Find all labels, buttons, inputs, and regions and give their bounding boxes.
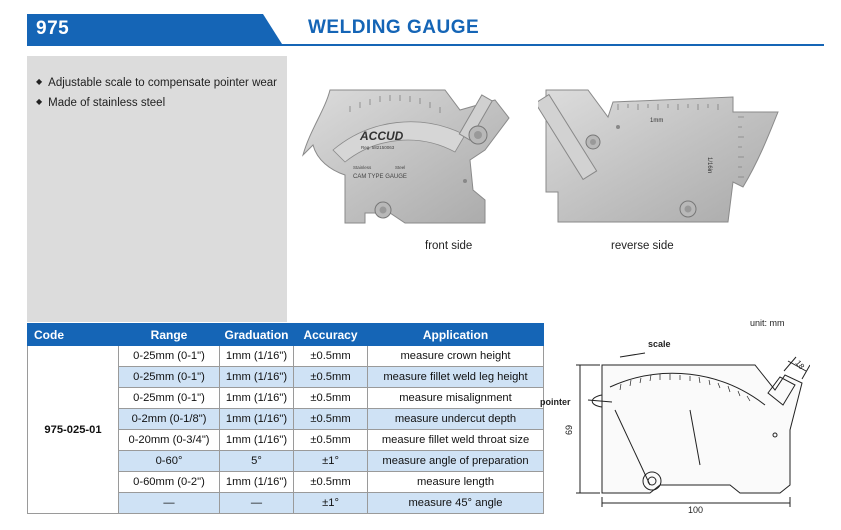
spec-table: Code Range Graduation Accuracy Applicati… <box>27 323 544 514</box>
mm-scale-label: 1mm <box>650 118 663 124</box>
features-panel <box>27 56 287 322</box>
accuracy-cell: ±1° <box>293 450 368 472</box>
product-code: 975 <box>36 18 70 39</box>
table-row: 0-25mm (0-1") 1mm (1/16") ±0.5mm measure… <box>28 366 544 388</box>
height-dimension: 69 <box>564 425 574 435</box>
front-side-caption: front side <box>425 240 473 252</box>
table-row: 0-20mm (0-3/4") 1mm (1/16") ±0.5mm measu… <box>28 429 544 451</box>
application-cell: measure undercut depth <box>367 408 544 430</box>
accuracy-cell: ±0.5mm <box>293 345 368 367</box>
table-row: 0-60° 5° ±1° measure angle of preparatio… <box>28 450 544 472</box>
application-cell: measure fillet weld leg height <box>367 366 544 388</box>
header-range: Range <box>118 323 220 346</box>
header-code-tab <box>27 14 282 44</box>
table-row: — — ±1° measure 45° angle <box>28 492 544 514</box>
feature-item: ◆Adjustable scale to compensate pointer … <box>36 77 278 89</box>
graduation-cell: 1mm (1/16") <box>219 471 294 493</box>
dimension-drawing: scale pointer 100 69 18 <box>540 339 810 515</box>
application-cell: measure fillet weld throat size <box>367 429 544 451</box>
reg-number: Reg. 582150063 <box>361 145 395 150</box>
bullet-icon: ◆ <box>36 77 43 86</box>
header-code: Code <box>27 323 119 346</box>
item-code-cell: 975-025-01 <box>27 345 119 514</box>
graduation-cell: 5° <box>219 450 294 472</box>
graduation-cell: 1mm (1/16") <box>219 387 294 409</box>
range-cell: 0-25mm (0-1") <box>118 387 220 409</box>
range-cell: 0-60° <box>118 450 220 472</box>
header-graduation: Graduation <box>219 323 294 346</box>
application-cell: measure angle of preparation <box>367 450 544 472</box>
range-cell: 0-20mm (0-3/4") <box>118 429 220 451</box>
width-dimension: 100 <box>688 505 703 515</box>
application-cell: measure crown height <box>367 345 544 367</box>
header-accuracy: Accuracy <box>293 323 368 346</box>
header-application: Application <box>367 323 544 346</box>
brand-logo: ACCUD <box>359 129 404 143</box>
bullet-icon: ◆ <box>36 97 43 106</box>
front-side-photo: ACCUD Reg. 582150063 Stainless Steel CAM… <box>302 89 510 224</box>
feature-item: ◆Made of stainless steel <box>36 97 166 109</box>
graduation-cell: 1mm (1/16") <box>219 408 294 430</box>
cam-type-label: CAM TYPE GAUGE <box>353 174 407 180</box>
graduation-cell: 1mm (1/16") <box>219 345 294 367</box>
header-rule <box>27 44 824 46</box>
accuracy-cell: ±0.5mm <box>293 471 368 493</box>
application-cell: measure length <box>367 471 544 493</box>
steel-label: Steel <box>395 165 405 170</box>
reverse-side-caption: reverse side <box>611 240 674 252</box>
pointer-label: pointer <box>540 397 571 407</box>
inch-scale-label: 1/16in <box>706 157 712 173</box>
scale-label: scale <box>648 339 671 349</box>
graduation-cell: 1mm (1/16") <box>219 366 294 388</box>
application-cell: measure misalignment <box>367 387 544 409</box>
table-row: 0-2mm (0-1/8") 1mm (1/16") ±0.5mm measur… <box>28 408 544 430</box>
graduation-cell: 1mm (1/16") <box>219 429 294 451</box>
accuracy-cell: ±0.5mm <box>293 387 368 409</box>
table-header-row: Code Range Graduation Accuracy Applicati… <box>27 323 544 346</box>
stainless-label: Stainless <box>353 165 372 170</box>
table-row: 975-025-01 0-25mm (0-1") 1mm (1/16") ±0.… <box>27 345 544 514</box>
graduation-cell: — <box>219 492 294 514</box>
accuracy-cell: ±0.5mm <box>293 429 368 451</box>
application-cell: measure 45° angle <box>367 492 544 514</box>
range-cell: — <box>118 492 220 514</box>
range-cell: 0-2mm (0-1/8") <box>118 408 220 430</box>
product-title: WELDING GAUGE <box>308 17 480 38</box>
accuracy-cell: ±0.5mm <box>293 366 368 388</box>
range-cell: 0-25mm (0-1") <box>118 366 220 388</box>
accuracy-cell: ±0.5mm <box>293 408 368 430</box>
slot-dimension: 18 <box>793 359 806 372</box>
range-cell: 0-60mm (0-2") <box>118 471 220 493</box>
unit-label: unit: mm <box>750 318 785 328</box>
range-cell: 0-25mm (0-1") <box>118 345 220 367</box>
reverse-side-photo: 1mm 1/16in <box>538 89 779 223</box>
accuracy-cell: ±1° <box>293 492 368 514</box>
